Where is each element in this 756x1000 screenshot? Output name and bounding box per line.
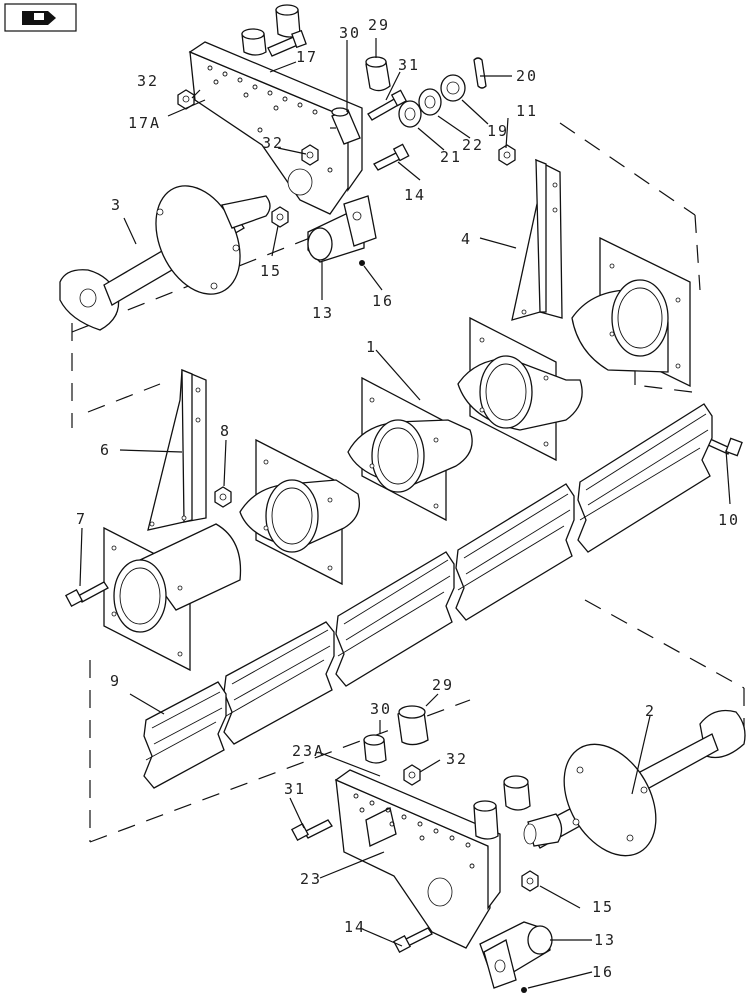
callout-14-upper: 14 bbox=[404, 186, 426, 204]
callout-13-upper: 13 bbox=[312, 304, 334, 322]
tube-assembly-right bbox=[571, 236, 691, 388]
bolt-31-upper bbox=[367, 89, 408, 121]
callout-29-lower: 29 bbox=[432, 676, 454, 694]
lower-bracket bbox=[334, 769, 531, 949]
nut-15-lower bbox=[521, 870, 539, 892]
bracket-6 bbox=[147, 369, 207, 531]
nut-15-upper bbox=[271, 206, 289, 228]
callout-3: 3 bbox=[111, 196, 122, 214]
tube-assembly-2 bbox=[457, 316, 583, 462]
callout-32-upper: 32 bbox=[137, 72, 159, 90]
callout-4: 4 bbox=[461, 230, 472, 248]
callout-30-upper: 30 bbox=[339, 24, 361, 42]
callout-23: 23 bbox=[300, 870, 322, 888]
nut-32-mid bbox=[301, 144, 319, 166]
nut-32-upper bbox=[177, 89, 195, 110]
callout-15-upper: 15 bbox=[260, 262, 282, 280]
bolt-14-upper bbox=[373, 143, 410, 171]
callout-23A: 23A bbox=[292, 742, 325, 760]
callout-2: 2 bbox=[645, 702, 656, 720]
nut-32-lower bbox=[403, 764, 421, 786]
callout-32-mid: 32 bbox=[262, 134, 284, 152]
tube-assembly-left bbox=[103, 523, 242, 672]
washer-21 bbox=[398, 100, 422, 128]
bolt-14-lower bbox=[393, 927, 433, 953]
rail-segments bbox=[143, 403, 713, 789]
tube-assembly-4 bbox=[239, 438, 361, 586]
callout-31-lower: 31 bbox=[284, 780, 306, 798]
callout-6: 6 bbox=[100, 441, 111, 459]
callout-20: 20 bbox=[516, 67, 538, 85]
washer-22 bbox=[418, 88, 442, 116]
callout-19: 19 bbox=[487, 122, 509, 140]
callout-7: 7 bbox=[76, 510, 87, 528]
callout-8: 8 bbox=[220, 422, 231, 440]
callout-30-lower: 30 bbox=[370, 700, 392, 718]
callout-17A: 17A bbox=[128, 114, 161, 132]
bolt-7 bbox=[65, 581, 109, 607]
callout-16-upper: 16 bbox=[372, 292, 394, 310]
callout-16-lower: 16 bbox=[592, 963, 614, 981]
callout-15-lower: 15 bbox=[592, 898, 614, 916]
callout-10: 10 bbox=[718, 511, 740, 529]
nut-8 bbox=[214, 486, 232, 508]
nut-11 bbox=[498, 144, 516, 166]
pin-20 bbox=[473, 57, 487, 89]
callout-22: 22 bbox=[462, 136, 484, 154]
callout-31-upper: 31 bbox=[398, 56, 420, 74]
callout-1: 1 bbox=[366, 338, 377, 356]
leader-lines bbox=[79, 38, 731, 989]
callout-32-lower: 32 bbox=[446, 750, 468, 768]
previous-page-button[interactable] bbox=[4, 3, 77, 32]
callout-14-lower: 14 bbox=[344, 918, 366, 936]
callout-9: 9 bbox=[110, 672, 121, 690]
bolt-10 bbox=[705, 437, 743, 457]
bushing-29-lower bbox=[397, 705, 429, 746]
bushing-30-lower bbox=[363, 734, 387, 764]
bracket-4 bbox=[511, 158, 563, 321]
bearing-13-upper bbox=[307, 195, 377, 266]
upper-bracket bbox=[188, 41, 391, 215]
callout-29-upper: 29 bbox=[368, 16, 390, 34]
shaft-left bbox=[59, 185, 271, 331]
previous-page-arrow-icon bbox=[22, 11, 56, 25]
callout-21: 21 bbox=[440, 148, 462, 166]
tube-assembly-1 bbox=[347, 376, 473, 522]
callout-13-lower: 13 bbox=[594, 931, 616, 949]
shaft-right bbox=[523, 709, 746, 857]
bolt-31-lower bbox=[291, 819, 333, 841]
callout-17: 17 bbox=[296, 48, 318, 66]
bearing-13-lower bbox=[479, 921, 553, 993]
callout-labels: 17 30 29 32 17A 31 20 19 22 21 11 32 14 … bbox=[76, 16, 740, 981]
washer-19 bbox=[440, 74, 466, 102]
callout-11: 11 bbox=[516, 102, 538, 120]
top-bushings bbox=[241, 4, 307, 57]
